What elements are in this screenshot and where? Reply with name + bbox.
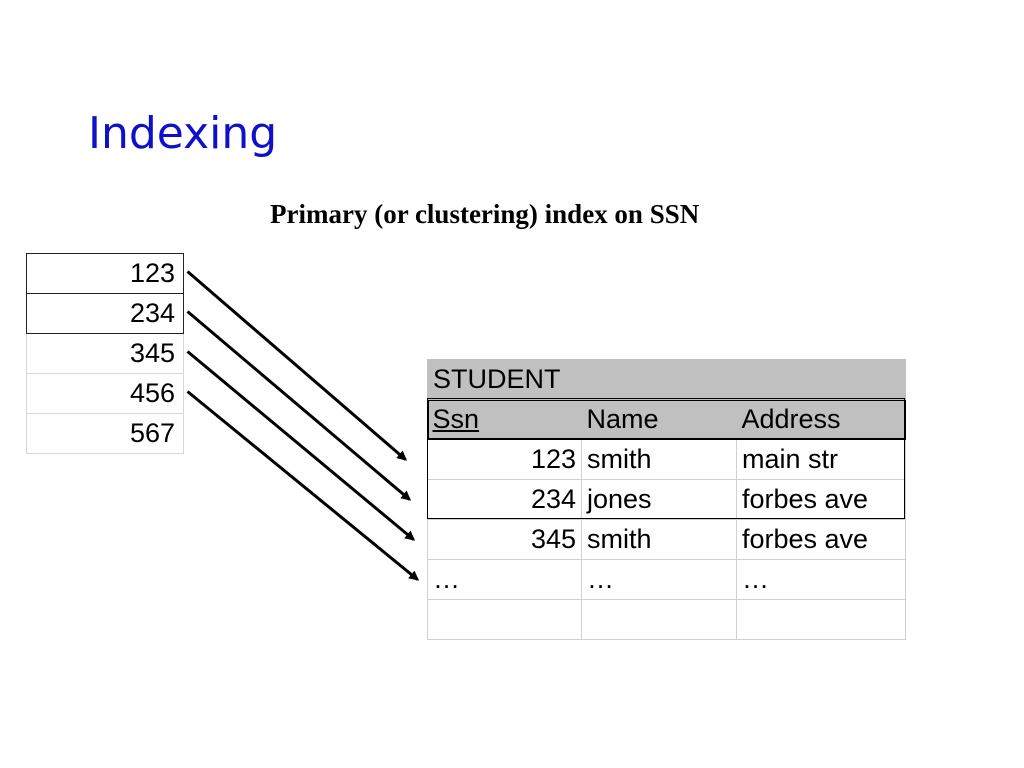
cell-name: smith bbox=[581, 519, 737, 560]
cell-name: jones bbox=[581, 479, 737, 520]
student-table-title-row: STUDENT bbox=[426, 359, 907, 400]
index-row: 123 bbox=[26, 253, 184, 294]
cell-name: smith bbox=[581, 439, 737, 480]
cell-ssn: 234 bbox=[427, 479, 582, 520]
index-pointer-arrow bbox=[186, 270, 408, 461]
slide-title: Indexing bbox=[88, 108, 278, 159]
cell-name: … bbox=[581, 559, 737, 600]
index-entry: 345 bbox=[26, 333, 184, 374]
table-row bbox=[427, 599, 907, 640]
index-pointer-arrow bbox=[186, 350, 416, 541]
cell-address: forbes ave bbox=[735, 479, 907, 520]
index-table: 123 234 345 456 567 bbox=[26, 253, 184, 454]
student-table-header-row: Ssn Name Address bbox=[427, 399, 906, 440]
table-row: … … … bbox=[427, 559, 907, 600]
cell-ssn: 123 bbox=[427, 439, 582, 480]
cell-address bbox=[735, 599, 907, 640]
index-row: 345 bbox=[26, 333, 184, 374]
cell-ssn bbox=[427, 599, 582, 640]
cell-address: main str bbox=[735, 439, 907, 480]
column-header-address: Address bbox=[736, 399, 906, 440]
cell-ssn: 345 bbox=[427, 519, 582, 560]
student-table-name: STUDENT bbox=[426, 359, 907, 400]
index-entry: 234 bbox=[26, 293, 184, 334]
cell-address: … bbox=[735, 559, 907, 600]
index-pointer-arrow bbox=[186, 310, 412, 501]
index-row: 567 bbox=[26, 413, 184, 454]
index-entry: 456 bbox=[26, 373, 184, 414]
index-entry: 567 bbox=[26, 413, 184, 454]
slide-subtitle: Primary (or clustering) index on SSN bbox=[270, 199, 700, 229]
table-row: 345 smith forbes ave bbox=[427, 519, 907, 560]
cell-ssn: … bbox=[427, 559, 582, 600]
index-row: 456 bbox=[26, 373, 184, 414]
column-header-name: Name bbox=[581, 399, 737, 440]
table-row: 123 smith main str bbox=[427, 439, 907, 480]
cell-name bbox=[581, 599, 737, 640]
index-entry: 123 bbox=[26, 253, 184, 294]
index-pointer-arrow bbox=[186, 390, 420, 581]
index-row: 234 bbox=[26, 293, 184, 334]
student-table: STUDENT Ssn Name Address 123 smith main … bbox=[426, 359, 907, 640]
table-row: 234 jones forbes ave bbox=[427, 479, 907, 520]
cell-address: forbes ave bbox=[735, 519, 907, 560]
column-header-ssn: Ssn bbox=[427, 399, 582, 440]
